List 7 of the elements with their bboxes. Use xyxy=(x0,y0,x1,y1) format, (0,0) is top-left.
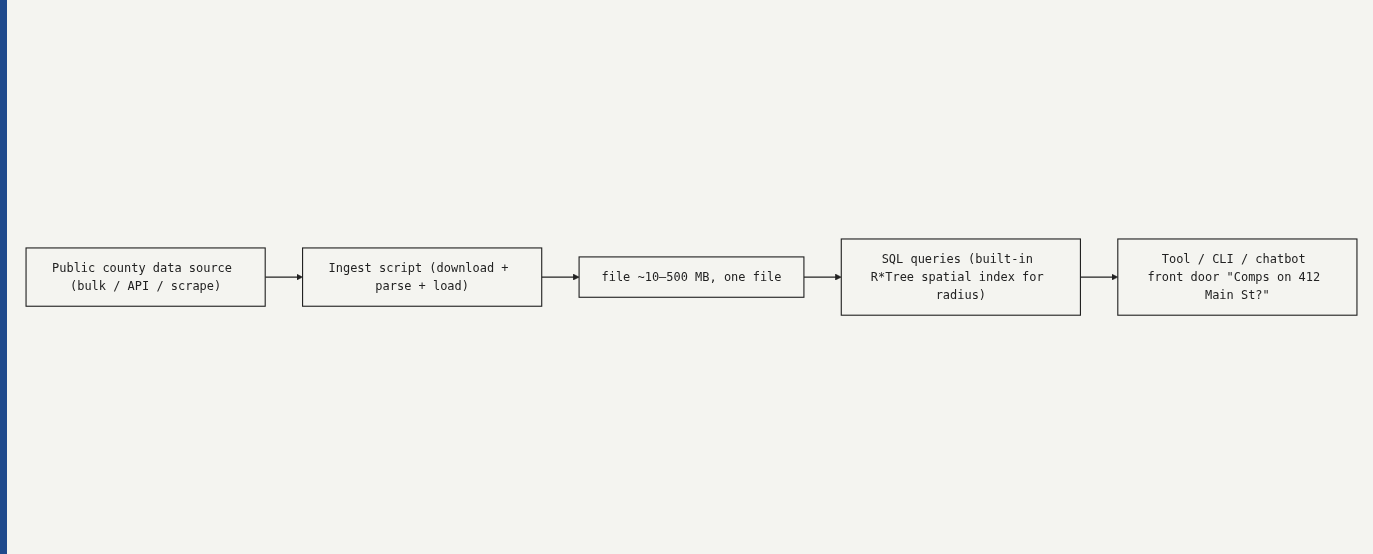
node-box: SQL queries (built-in R*Tree spatial index for radius) xyxy=(840,238,1081,316)
arrow xyxy=(803,273,842,281)
node-box: file ~10–500 MB, one file xyxy=(578,256,805,298)
arrow xyxy=(541,273,580,281)
node-box: Ingest script (download + parse + load) xyxy=(302,247,543,307)
node-box: Public county data source (bulk / API / scrape) xyxy=(25,247,266,307)
node-box: Tool / CLI / chatbot front door "Comps on 412 Main St?" xyxy=(1117,238,1358,316)
